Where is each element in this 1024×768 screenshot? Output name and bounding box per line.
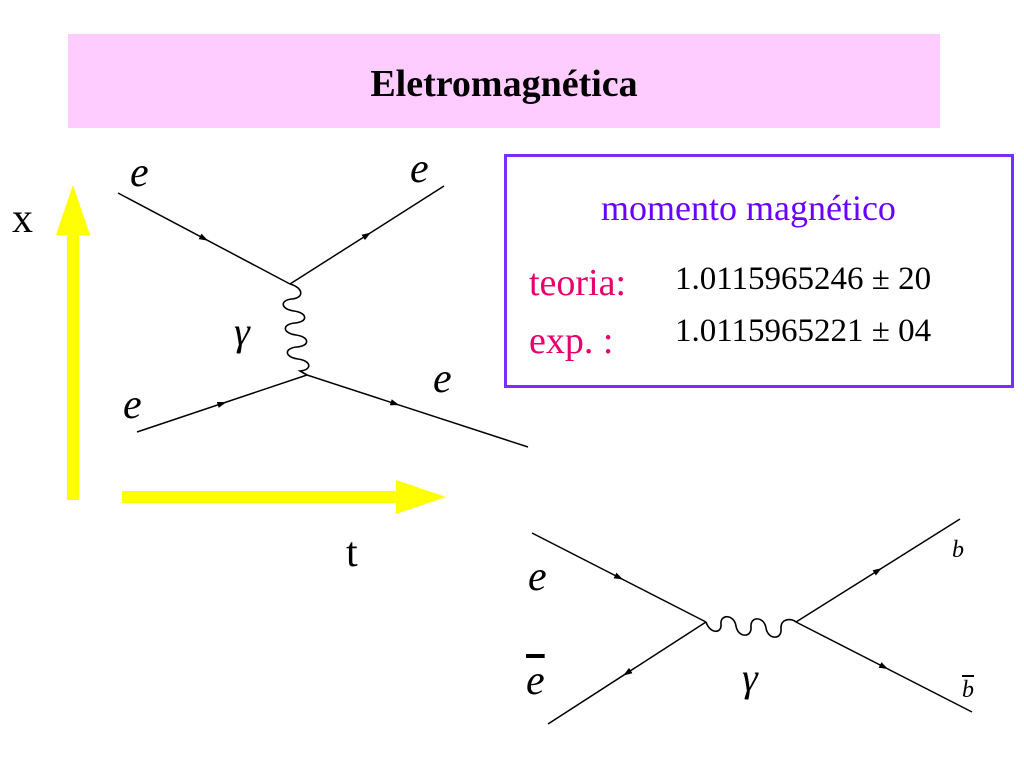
magnetic-moment-box: momento magnético teoria: 1.0115965246 ±… (504, 154, 1014, 388)
electron-label: e (528, 554, 547, 600)
electron-out-bottom-label: e (433, 356, 452, 402)
photon-propagator-vertical (282, 283, 310, 376)
theory-value: 1.0115965246 ± 20 (675, 261, 932, 297)
b-quark-label: b (952, 537, 964, 563)
magnetic-moment-title: momento magnético (601, 188, 896, 228)
x-axis-arrow (56, 185, 90, 500)
experiment-value: 1.0115965221 ± 04 (675, 313, 932, 349)
scattering-diagram (117, 185, 529, 448)
theory-label: teoria: (529, 262, 627, 304)
photon-gamma-label: γ (234, 309, 250, 354)
electron-out-top-label: e (410, 146, 429, 192)
electron-in-top-label: e (130, 150, 149, 196)
electron-in-bottom-label: e (123, 382, 142, 428)
title-bar: Eletromagnética (68, 34, 940, 128)
positron-label: e (526, 658, 545, 704)
page-title: Eletromagnética (370, 63, 638, 105)
t-axis-label: t (346, 530, 358, 576)
experiment-label: exp. : (529, 320, 614, 362)
x-axis-label: x (12, 196, 33, 242)
b-antiquark-label: b (962, 677, 974, 703)
outgoing-electron-bottom-line (306, 374, 529, 448)
photon-propagator-horizontal (705, 615, 797, 638)
t-axis-arrow (122, 480, 446, 514)
annihilation-diagram (531, 518, 973, 725)
photon-gamma-label-2: γ (742, 655, 758, 700)
